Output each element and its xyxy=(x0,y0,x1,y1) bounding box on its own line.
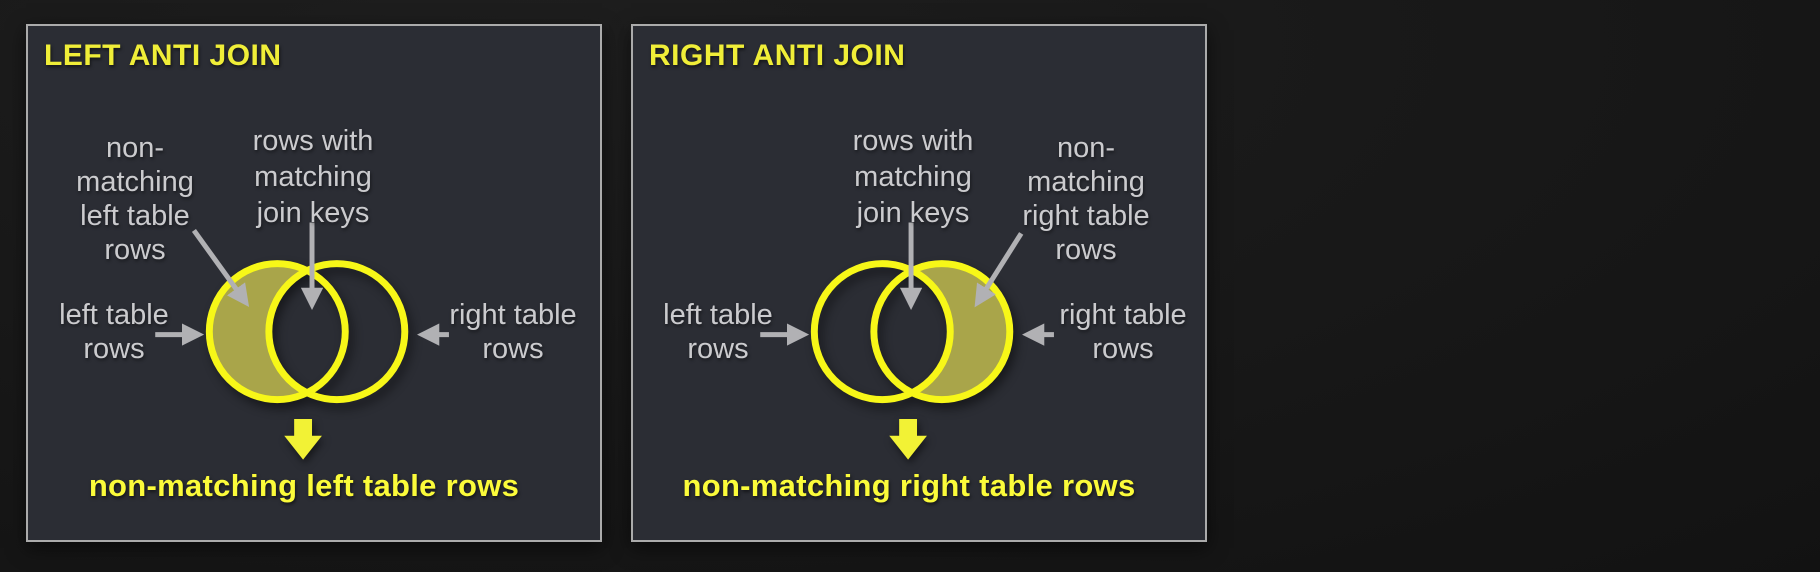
result-caption: non-matching left table rows xyxy=(88,468,520,503)
right-table-rows-label: right table rows xyxy=(1023,298,1223,366)
label-line: rows with xyxy=(852,125,974,157)
label-line: right table xyxy=(1059,299,1187,331)
label-line: join keys xyxy=(256,197,370,229)
venn-circles xyxy=(205,260,409,404)
label-line: rows xyxy=(482,333,544,365)
right-table-rows-label: right table rows xyxy=(413,298,613,366)
panel-title: RIGHT ANTI JOIN xyxy=(649,39,906,72)
non-matching-rows-label: non- matching left table rows xyxy=(35,131,235,267)
right-anti-join-panel: RIGHT ANTI JOIN xyxy=(631,24,1207,542)
label-line: right table xyxy=(1022,200,1150,232)
label-line: left table xyxy=(59,299,169,331)
venn-diagram xyxy=(760,222,1054,460)
left-table-rows-label: left table rows xyxy=(14,298,214,366)
non-matching-callout-arrow xyxy=(974,232,1024,308)
label-line: rows xyxy=(83,333,145,365)
right-circle xyxy=(265,260,409,404)
label-line: non- xyxy=(1056,132,1116,164)
down-arrow-icon xyxy=(284,418,322,460)
label-line: matching xyxy=(76,166,194,198)
label-line: right table xyxy=(449,299,577,331)
label-line: left table xyxy=(80,200,190,232)
label-line: matching xyxy=(1027,166,1145,198)
label-line: join keys xyxy=(856,197,970,229)
label-line: matching xyxy=(254,161,372,193)
label-line: rows xyxy=(687,333,749,365)
panel-title: LEFT ANTI JOIN xyxy=(44,39,282,72)
right-circle xyxy=(870,260,1014,404)
result-caption: non-matching right table rows xyxy=(682,468,1136,503)
left-anti-join-panel: LEFT ANTI JOIN xyxy=(26,24,602,542)
label-line: left table xyxy=(663,299,773,331)
label-line: rows xyxy=(104,234,166,266)
label-line: rows xyxy=(1055,234,1117,266)
callout-arrows xyxy=(760,222,1054,346)
label-line: matching xyxy=(854,161,972,193)
label-line: rows xyxy=(1092,333,1154,365)
non-matching-callout-arrow xyxy=(191,228,250,307)
matching-join-keys-label: rows with matching join keys xyxy=(213,123,413,231)
non-matching-rows-label: non- matching right table rows xyxy=(986,131,1186,267)
label-line: non- xyxy=(105,132,165,164)
left-circle xyxy=(810,260,954,404)
left-circle xyxy=(205,260,349,404)
down-arrow-icon xyxy=(889,418,927,460)
label-line: rows with xyxy=(252,125,374,157)
venn-diagram xyxy=(155,222,449,460)
callout-arrows xyxy=(155,222,449,346)
matching-join-keys-label: rows with matching join keys xyxy=(813,123,1013,231)
left-table-rows-label: left table rows xyxy=(618,298,818,366)
